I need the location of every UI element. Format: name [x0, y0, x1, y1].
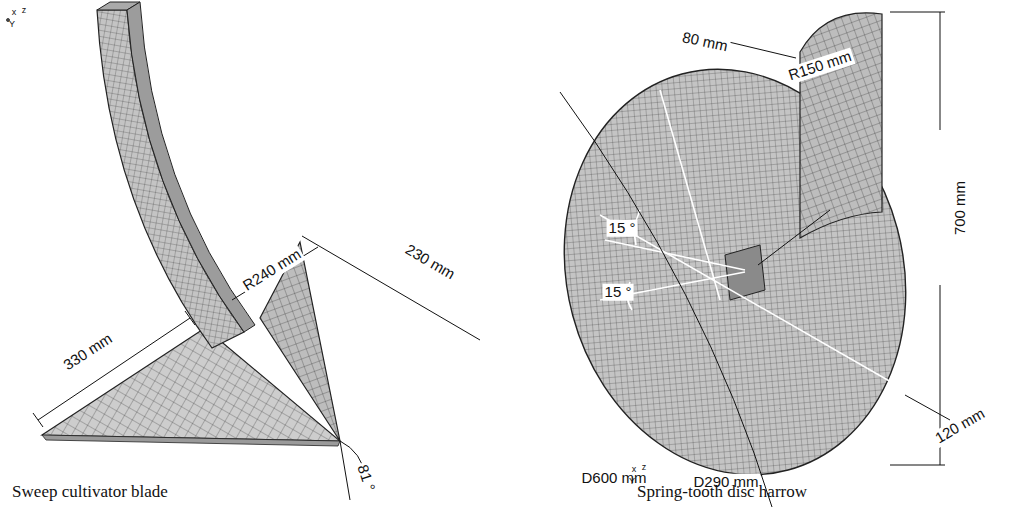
- disc-dimension-lines: [600, 90, 905, 390]
- spring-tooth: [800, 13, 882, 238]
- axis-label: Y: [9, 20, 15, 30]
- figure-caption: Spring-tooth disc harrow: [635, 483, 809, 502]
- angle-label: 15 °: [607, 220, 638, 237]
- dimension-label: 330 mm: [59, 329, 117, 375]
- axis-label: Y: [629, 477, 635, 487]
- figure-caption: Sweep cultivator blade: [10, 483, 170, 502]
- dimension-label: 120 mm: [931, 404, 990, 447]
- disc: [520, 31, 951, 507]
- axis-label: x: [632, 465, 637, 475]
- axis-label: z: [642, 463, 647, 473]
- axis-label: z: [22, 6, 27, 16]
- dimension-label: 80 mm: [679, 29, 731, 56]
- leader-lines: [560, 12, 950, 507]
- blade-edge: [42, 435, 340, 446]
- dimension-lines: [33, 236, 480, 500]
- angle-label: 81 °: [353, 461, 378, 495]
- dimension-label: 700 mm: [952, 179, 969, 237]
- dimension-label: 230 mm: [401, 240, 460, 283]
- shank-side: [127, 2, 255, 332]
- axis-label: x: [12, 8, 17, 18]
- angle-label: 15 °: [603, 284, 634, 301]
